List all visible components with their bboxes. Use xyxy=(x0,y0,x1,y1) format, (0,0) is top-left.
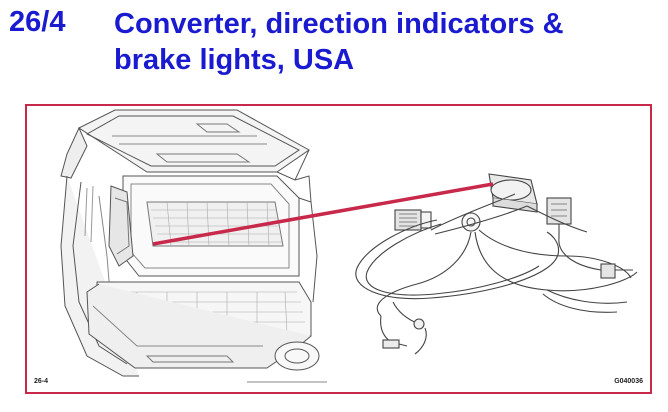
figure-code-label: G040036 xyxy=(614,378,643,385)
figure-frame: 26-4 G040036 xyxy=(25,104,652,394)
technical-illustration xyxy=(60,109,638,383)
converter-unit xyxy=(488,173,538,213)
wiring-harness-drawing xyxy=(355,173,638,355)
section-number: 26/4 xyxy=(9,6,66,38)
title-line-2: brake lights, USA xyxy=(114,44,355,76)
connector-left xyxy=(394,209,432,231)
page-ref-label: 26-4 xyxy=(34,378,49,385)
car-rear-drawing xyxy=(60,109,327,383)
page-title: Converter, direction indicators & brake … xyxy=(114,6,654,78)
callout-line xyxy=(152,182,494,246)
page-header: 26/4 Converter, direction indicators & b… xyxy=(0,0,668,100)
connector-right xyxy=(546,197,572,238)
title-line-1: Converter, direction indicators & xyxy=(114,8,564,40)
